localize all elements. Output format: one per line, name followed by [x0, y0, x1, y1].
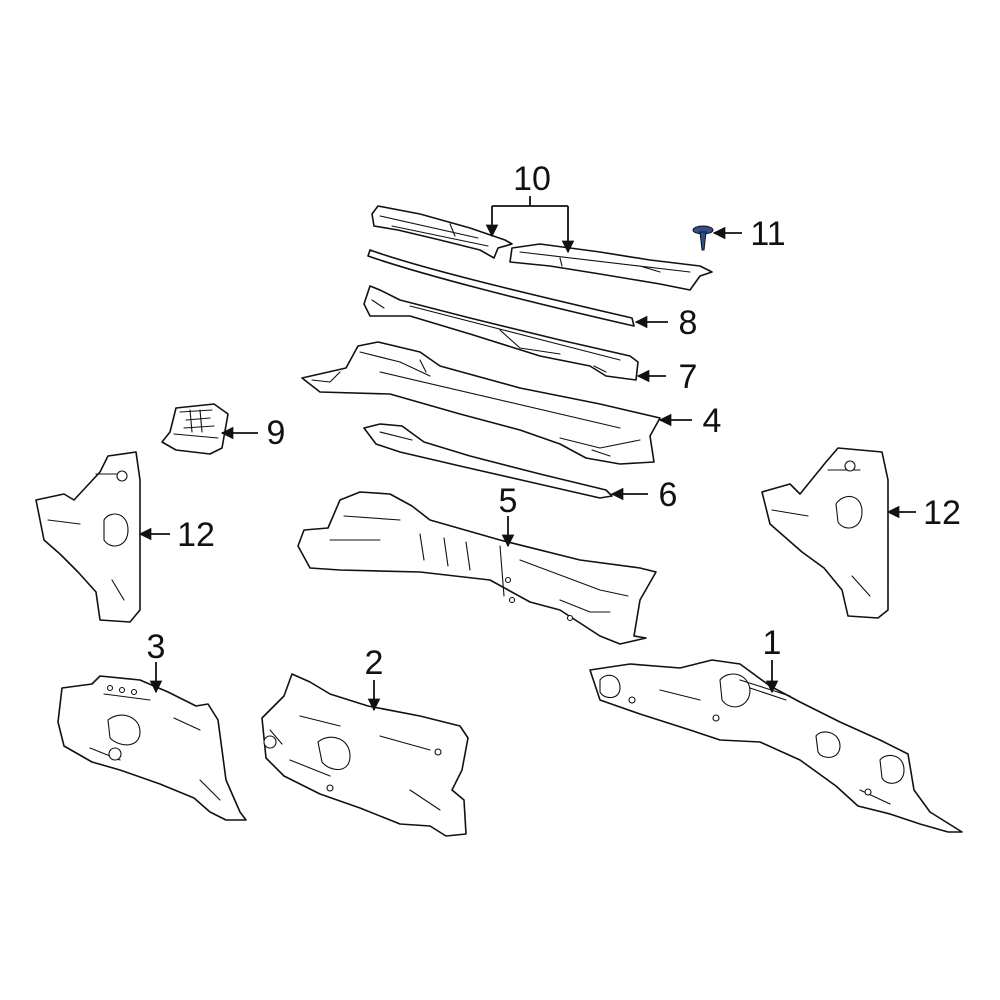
part-10-cowl-panel-left[interactable] [371, 205, 513, 259]
part-5-dash-panel-upper[interactable] [297, 491, 657, 645]
callout-4: 4 [703, 402, 722, 440]
part-10-cowl-panel-right[interactable] [509, 243, 713, 291]
part-6-seal[interactable] [363, 423, 613, 499]
callout-9: 9 [267, 414, 286, 452]
leader-lines [138, 196, 916, 712]
callout-5: 5 [499, 482, 518, 520]
callout-6: 6 [659, 476, 678, 514]
part-3-dash-panel-left[interactable] [57, 675, 247, 821]
part-8-weatherstrip[interactable] [367, 249, 635, 327]
part-4-cowl-panel[interactable] [301, 341, 661, 465]
callout-12-left: 12 [177, 516, 215, 554]
part-2-dash-panel-center[interactable] [261, 673, 469, 837]
part-7-cowl-extension[interactable] [363, 285, 639, 381]
callout-10: 10 [513, 160, 551, 198]
callout-2: 2 [365, 644, 384, 682]
callout-3: 3 [147, 628, 166, 666]
callout-1: 1 [763, 624, 782, 662]
part-9-air-inlet[interactable] [161, 403, 229, 455]
part-1-dash-panel-right[interactable] [589, 659, 963, 833]
part-12-bracket-right[interactable] [761, 447, 889, 619]
callout-8: 8 [679, 304, 698, 342]
part-11-push-pin[interactable] [692, 225, 714, 251]
part-12-bracket-left[interactable] [35, 451, 141, 623]
callout-labels: 1 2 3 4 5 6 7 8 9 10 11 12 12 [147, 160, 961, 682]
callout-12-right: 12 [923, 494, 961, 532]
callout-7: 7 [679, 358, 698, 396]
callout-11: 11 [750, 215, 785, 253]
